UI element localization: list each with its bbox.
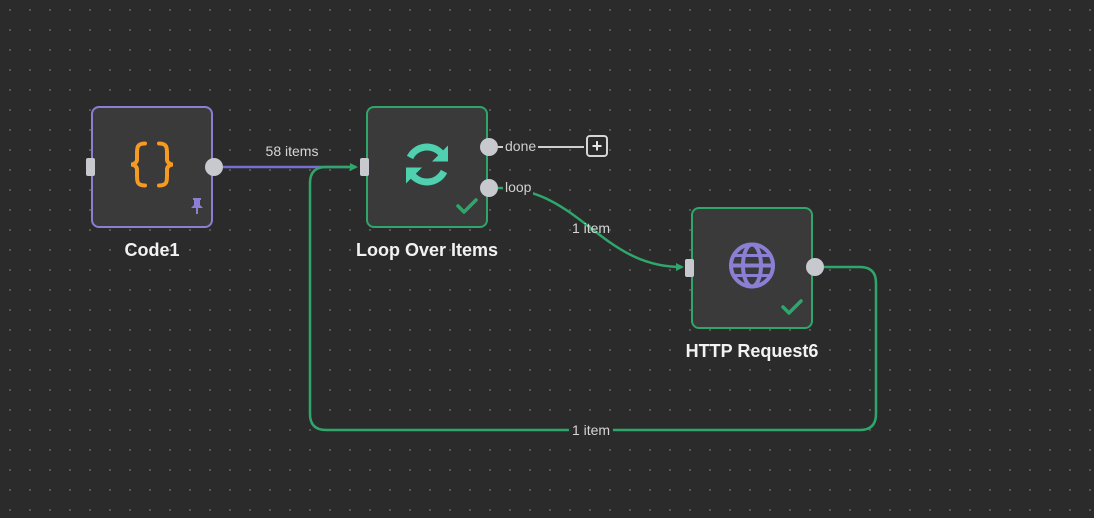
loop-over-items-title: Loop Over Items bbox=[355, 240, 499, 260]
node-loop-over-items[interactable] bbox=[366, 106, 488, 228]
code1-input-handle[interactable] bbox=[86, 158, 95, 176]
node-http-request6[interactable] bbox=[691, 207, 813, 329]
http-input-handle[interactable] bbox=[685, 259, 694, 277]
loop-done-output-label: done bbox=[503, 138, 539, 154]
plus-icon: + bbox=[591, 136, 603, 156]
pin-icon[interactable] bbox=[189, 197, 205, 220]
loop-loop-output-label: loop bbox=[503, 179, 534, 195]
code1-output-handle[interactable] bbox=[205, 158, 223, 176]
loop-loop-output-handle[interactable] bbox=[480, 179, 498, 197]
http-output-handle[interactable] bbox=[806, 258, 824, 276]
connection-label-http-to-loop: 1 item bbox=[568, 422, 614, 438]
connection-label-code-to-loop: 58 items bbox=[265, 143, 319, 159]
loop-input-handle[interactable] bbox=[360, 158, 369, 176]
add-node-after-done-button[interactable]: + bbox=[586, 135, 608, 157]
loop-done-output-handle[interactable] bbox=[480, 138, 498, 156]
braces-icon bbox=[125, 138, 179, 197]
connection-label-loop-to-http: 1 item bbox=[571, 220, 611, 236]
globe-icon bbox=[726, 240, 778, 297]
http-request6-title: HTTP Request6 bbox=[685, 341, 819, 361]
code1-title: Code1 bbox=[124, 240, 180, 260]
check-icon bbox=[781, 298, 803, 321]
refresh-icon bbox=[400, 138, 454, 197]
node-code1[interactable] bbox=[91, 106, 213, 228]
check-icon bbox=[456, 197, 478, 220]
